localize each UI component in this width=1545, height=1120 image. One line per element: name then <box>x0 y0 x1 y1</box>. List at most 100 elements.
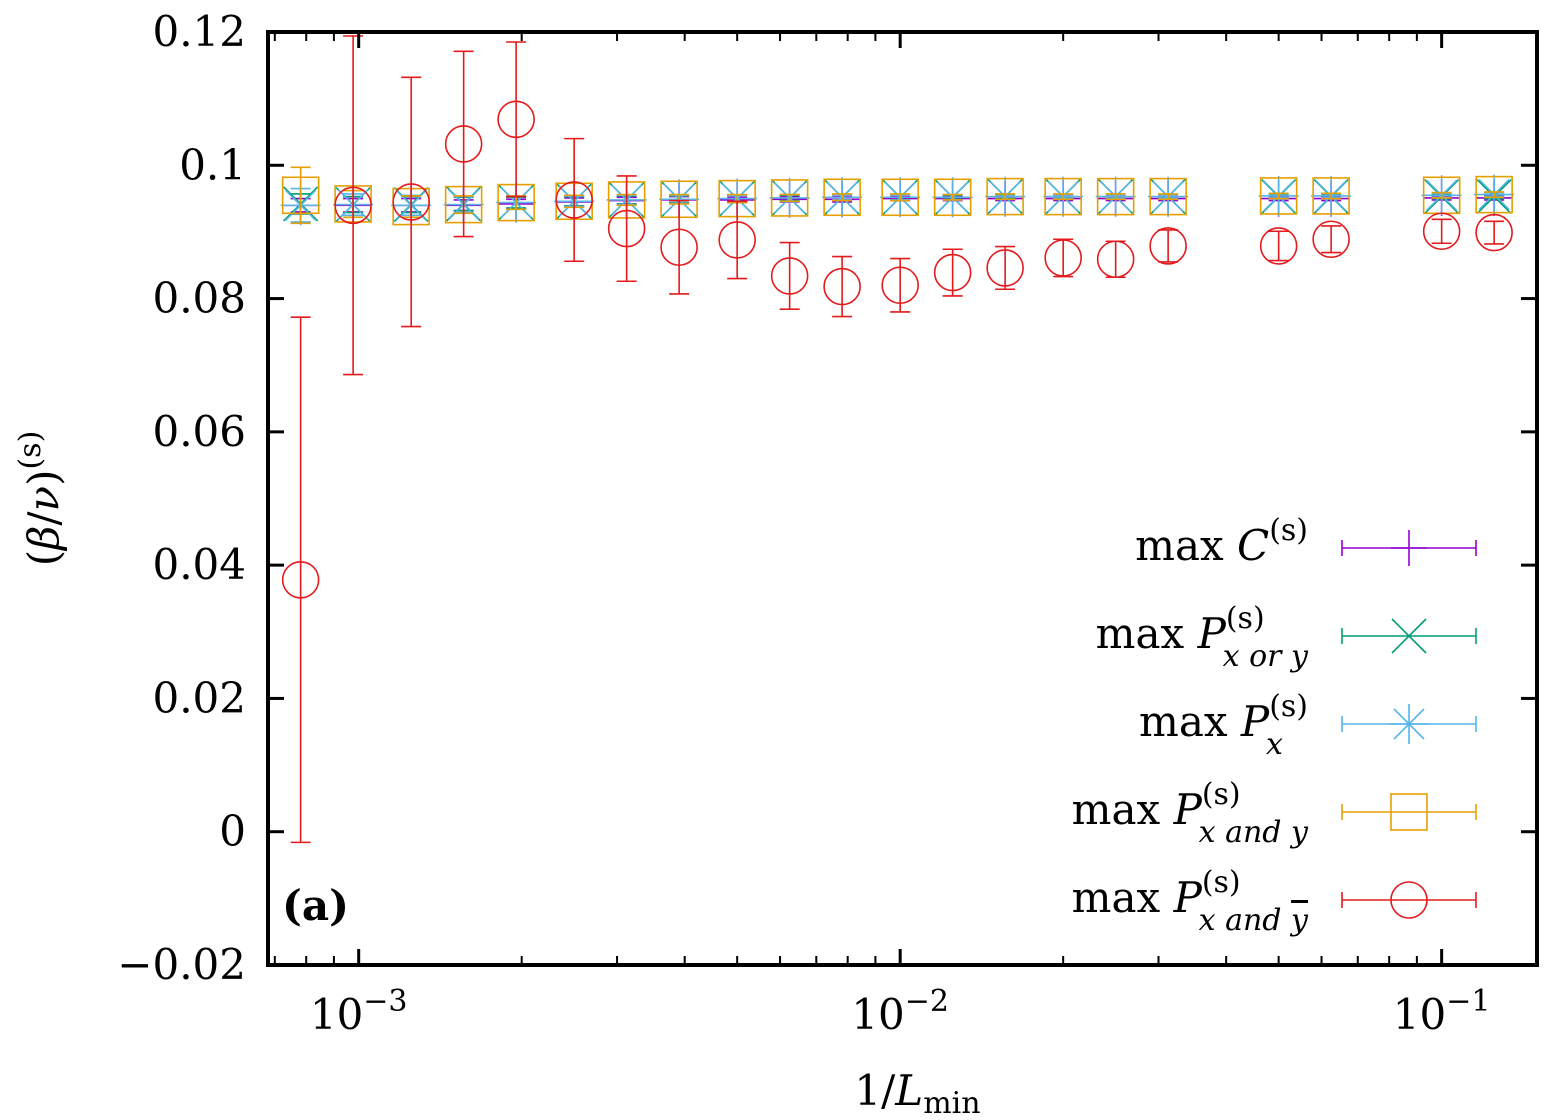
marker-circle <box>986 249 1024 287</box>
plot-frame <box>266 30 1539 967</box>
data-point <box>444 50 483 238</box>
data-point <box>1149 227 1187 265</box>
legend-entry: max C(s) <box>1135 513 1477 570</box>
marker-circle <box>444 125 483 163</box>
data-point <box>1475 175 1513 214</box>
y-tick-label: 0.06 <box>152 407 246 456</box>
y-tick-label: 0.08 <box>152 274 246 323</box>
marker-circle <box>770 257 809 295</box>
series-4 <box>281 35 1513 844</box>
data-point <box>1422 212 1461 251</box>
x-tick-label: 10−3 <box>310 984 408 1039</box>
data-point <box>281 316 320 844</box>
data-point <box>1149 177 1187 216</box>
x-tick-label: 10−1 <box>1393 984 1491 1039</box>
legend-label: max P(s)x <box>1139 689 1308 762</box>
data-point <box>607 175 646 283</box>
marker-square <box>823 178 861 217</box>
data-point <box>392 76 430 328</box>
legend-entry: max P(s)x or y <box>1096 601 1477 674</box>
marker-circle <box>497 100 535 139</box>
marker-square <box>1044 177 1082 216</box>
marker-circle <box>392 183 430 221</box>
legend-marker-circle <box>1390 881 1428 919</box>
x-tick-label: 10−2 <box>851 984 949 1039</box>
marker-circle <box>881 266 919 305</box>
data-point <box>823 255 861 318</box>
y-tick-label: 0.02 <box>152 673 246 722</box>
marker-square <box>986 177 1024 216</box>
marker-circle <box>1422 212 1461 251</box>
y-tick-label: −0.02 <box>117 940 246 989</box>
data-point <box>770 241 809 311</box>
data-point <box>1259 177 1298 215</box>
marker-circle <box>555 181 593 219</box>
y-tick-label: 0.12 <box>152 7 246 56</box>
marker-square <box>1096 177 1135 216</box>
legend-marker-star <box>1389 704 1429 744</box>
marker-circle <box>281 561 320 599</box>
data-point <box>718 200 756 280</box>
marker-circle <box>334 186 372 225</box>
marker-square <box>933 178 972 217</box>
marker-square <box>881 178 919 217</box>
data-point <box>1044 238 1082 278</box>
data-point <box>1259 227 1298 265</box>
marker-circle <box>1312 220 1350 259</box>
data-point <box>986 245 1024 291</box>
legend-marker-square <box>1390 793 1428 831</box>
legend-marker-x <box>1391 618 1427 654</box>
legend-entry: max P(s)x and y <box>1072 777 1477 850</box>
marker-square <box>1149 177 1187 216</box>
data-point <box>281 166 320 225</box>
data-point <box>1044 177 1082 216</box>
data-point <box>718 179 756 218</box>
marker-circle <box>933 253 972 292</box>
data-point <box>1312 220 1350 259</box>
data-point <box>1475 213 1513 252</box>
marker-circle <box>1149 227 1187 265</box>
legend: max C(s) max P(s)x or y max P(s)x max P(s)x… <box>1072 513 1477 938</box>
marker-circle <box>823 267 861 306</box>
legend-marker-plus <box>1391 530 1427 566</box>
marker-circle <box>607 209 646 248</box>
legend-entry: max P(s)x <box>1139 689 1477 762</box>
data-point <box>933 178 972 217</box>
marker-circle <box>718 221 756 259</box>
marker-square <box>1259 177 1298 215</box>
data-point <box>1312 177 1350 215</box>
legend-label: max P(s)x and y <box>1072 865 1309 938</box>
legend-entry: max P(s)x and y <box>1072 865 1477 938</box>
data-point <box>770 179 809 217</box>
marker-circle <box>1096 240 1135 279</box>
y-tick-label: 0.1 <box>179 140 246 189</box>
panel-label: (a) <box>282 881 349 930</box>
data-point <box>497 41 535 198</box>
data-point <box>881 178 919 217</box>
data-point <box>1096 177 1135 216</box>
y-tick-label: 0 <box>219 807 246 856</box>
legend-label: max C(s) <box>1135 513 1308 570</box>
data-point <box>933 248 972 297</box>
data-point <box>881 257 919 313</box>
legend-label: max P(s)x and y <box>1072 777 1309 850</box>
marker-square <box>770 179 809 217</box>
legend-label: max P(s)x or y <box>1096 601 1309 674</box>
marker-square <box>1475 175 1513 214</box>
y-axis-label: (β/ν)(s) <box>13 431 68 567</box>
marker-circle <box>1259 227 1298 265</box>
marker-circle <box>1475 213 1513 252</box>
data-point <box>986 177 1024 216</box>
x-axis-label: 1/Lmin <box>854 1066 980 1120</box>
data-point <box>823 178 861 217</box>
marker-square <box>281 176 320 215</box>
data-point <box>660 199 698 295</box>
data-marks <box>280 35 1515 844</box>
data-point <box>555 137 593 263</box>
marker-square <box>1312 177 1350 215</box>
data-point <box>334 35 372 376</box>
marker-circle <box>1044 239 1082 277</box>
